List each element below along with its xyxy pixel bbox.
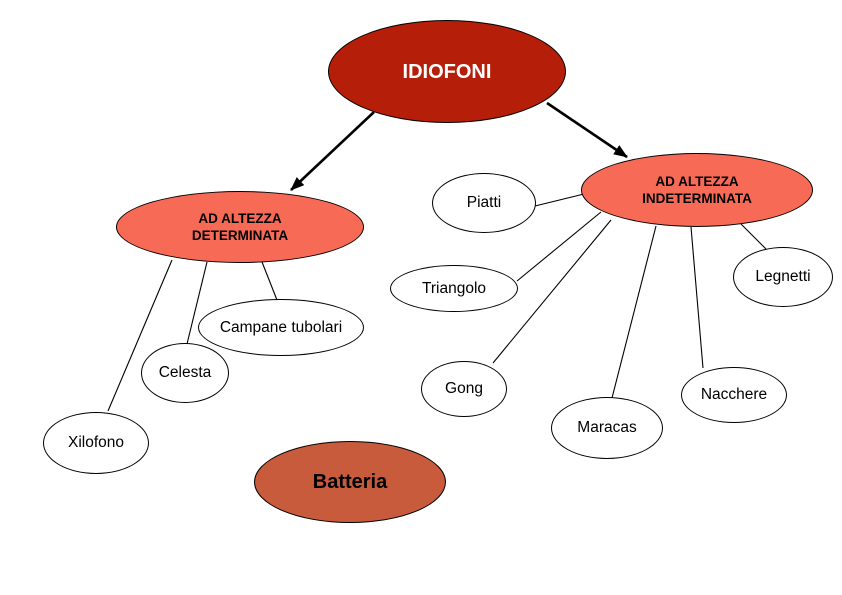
- node-legnetti-label: Legnetti: [755, 268, 811, 286]
- connector-indeterminata-piatti: [534, 193, 585, 207]
- node-triangolo[interactable]: Triangolo: [390, 265, 518, 312]
- connector-indeterminata-gong: [492, 219, 612, 364]
- node-maracas[interactable]: Maracas: [551, 397, 663, 459]
- node-batteria[interactable]: Batteria: [254, 441, 446, 523]
- node-idiofoni[interactable]: IDIOFONI: [328, 20, 566, 123]
- node-maracas-label: Maracas: [577, 419, 637, 437]
- node-celesta-label: Celesta: [158, 364, 212, 382]
- arrow-idiofoni-determinata: [290, 111, 375, 191]
- node-ad-altezza-indeterminata[interactable]: AD ALTEZZA INDETERMINATA: [581, 153, 813, 227]
- node-campane-tubolari-label: Campane tubolari: [219, 318, 343, 336]
- node-ad-altezza-determinata-label-line1: AD ALTEZZA: [198, 211, 282, 226]
- arrow-idiofoni-indeterminata: [546, 101, 628, 159]
- node-legnetti[interactable]: Legnetti: [733, 247, 833, 307]
- node-gong-label: Gong: [445, 380, 483, 398]
- node-ad-altezza-determinata-label-line2: DETERMINATA: [191, 228, 289, 243]
- node-ad-altezza-indeterminata-label-line1: AD ALTEZZA: [655, 174, 739, 189]
- node-idiofoni-label: IDIOFONI: [402, 60, 492, 83]
- node-xilofono[interactable]: Xilofono: [43, 412, 149, 474]
- connector-indeterminata-legnetti: [740, 223, 767, 250]
- connector-determinata-campane: [261, 261, 278, 301]
- connector-indeterminata-maracas: [611, 225, 657, 399]
- connector-determinata-xilofono: [107, 259, 173, 412]
- node-batteria-label: Batteria: [312, 471, 388, 493]
- node-nacchere-label: Nacchere: [700, 386, 768, 404]
- node-campane-tubolari[interactable]: Campane tubolari: [198, 299, 364, 356]
- node-triangolo-label: Triangolo: [421, 279, 487, 297]
- node-xilofono-label: Xilofono: [67, 434, 124, 452]
- node-gong[interactable]: Gong: [421, 361, 507, 417]
- connector-determinata-celesta: [186, 261, 208, 345]
- node-piatti[interactable]: Piatti: [432, 173, 536, 233]
- node-piatti-label: Piatti: [466, 194, 502, 212]
- connector-indeterminata-triangolo: [516, 211, 602, 282]
- node-ad-altezza-indeterminata-label-line2: INDETERMINATA: [642, 191, 752, 206]
- node-celesta[interactable]: Celesta: [141, 343, 229, 403]
- connector-indeterminata-nacchere: [690, 226, 704, 369]
- node-ad-altezza-determinata[interactable]: AD ALTEZZA DETERMINATA: [116, 191, 364, 263]
- node-nacchere[interactable]: Nacchere: [681, 367, 787, 423]
